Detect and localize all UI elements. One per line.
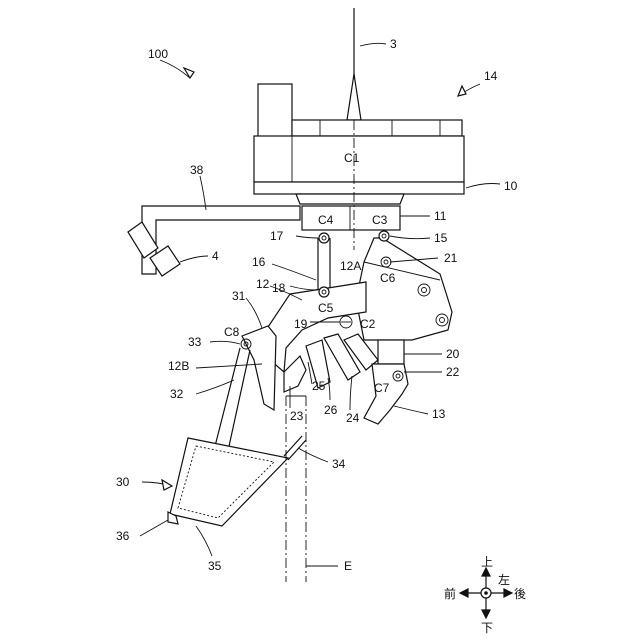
label-100: 100 <box>148 47 168 61</box>
label-24: 24 <box>346 411 360 425</box>
label-17: 17 <box>270 229 284 243</box>
label-10: 10 <box>504 179 518 193</box>
label-38: 38 <box>190 163 204 177</box>
label-12A: 12A <box>340 259 361 273</box>
cable-3 <box>347 8 361 120</box>
label-E: E <box>344 559 352 573</box>
compass-up: 上 <box>481 555 493 569</box>
label-C1: C1 <box>344 151 360 165</box>
label-C6: C6 <box>380 271 396 285</box>
label-26: 26 <box>324 403 338 417</box>
label-19: 19 <box>294 317 308 331</box>
label-36: 36 <box>116 529 130 543</box>
label-15: 15 <box>434 231 448 245</box>
label-22: 22 <box>446 365 460 379</box>
compass-down: 下 <box>481 621 493 635</box>
label-12: 12 <box>256 277 270 291</box>
label-C5: C5 <box>318 301 334 315</box>
arrow-30 <box>162 480 172 490</box>
label-21: 21 <box>444 251 458 265</box>
label-20: 20 <box>446 347 460 361</box>
link-16 <box>318 238 330 290</box>
label-35: 35 <box>208 559 222 573</box>
label-C8: C8 <box>224 325 240 339</box>
label-31: 31 <box>232 289 246 303</box>
label-C7: C7 <box>374 381 390 395</box>
label-16: 16 <box>252 255 266 269</box>
label-23: 23 <box>290 409 304 423</box>
arrow-14 <box>458 86 466 96</box>
label-13: 13 <box>432 407 446 421</box>
label-4: 4 <box>212 249 219 263</box>
upper-unit-14 <box>254 84 464 182</box>
label-14: 14 <box>484 69 498 83</box>
label-C4: C4 <box>318 213 334 227</box>
label-3: 3 <box>390 37 397 51</box>
label-12B: 12B <box>168 359 189 373</box>
compass-front: 前 <box>444 586 456 601</box>
inner-fingers <box>284 334 378 392</box>
base-plate-10 <box>254 182 464 204</box>
label-30: 30 <box>116 475 130 489</box>
label-C2: C2 <box>360 317 376 331</box>
label-C3: C3 <box>372 213 388 227</box>
label-11: 11 <box>434 209 447 223</box>
plate-34 <box>284 436 306 460</box>
label-32: 32 <box>170 387 184 401</box>
label-25: 25 <box>312 379 326 393</box>
label-33: 33 <box>188 335 202 349</box>
container-30 <box>168 438 288 526</box>
label-34: 34 <box>332 457 346 471</box>
compass-back: 後 <box>514 587 526 601</box>
compass-left: 左 <box>498 572 510 587</box>
label-18: 18 <box>272 281 286 295</box>
arrow-100 <box>184 68 194 78</box>
